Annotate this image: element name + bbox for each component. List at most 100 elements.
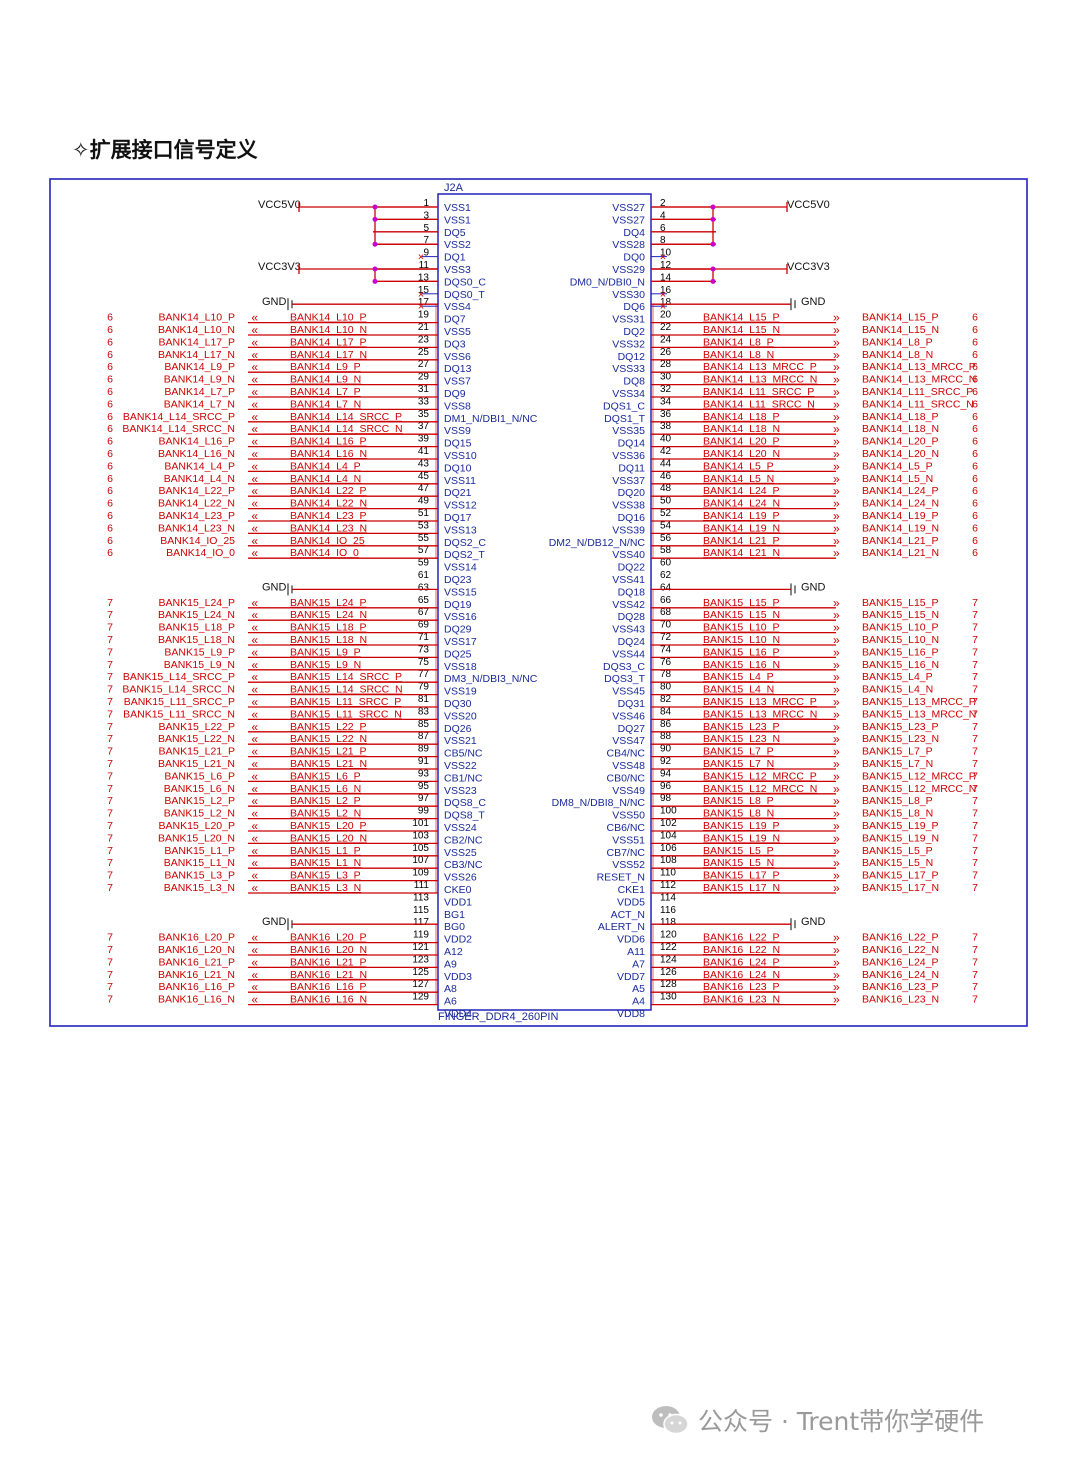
net-label-port: BANK14_L7_N xyxy=(164,398,235,410)
net-label-port: BANK15_L1_N xyxy=(164,857,235,869)
left-pin-number: 9 xyxy=(423,248,429,259)
left-pin-number: 101 xyxy=(412,818,429,829)
net-label-port: BANK15_L23_N xyxy=(862,733,939,745)
left-pin-number: 89 xyxy=(418,744,430,755)
sheet-ref: 7 xyxy=(107,634,113,646)
net-label-port: BANK15_L9_N xyxy=(164,659,235,671)
offpage-connector: « xyxy=(251,683,258,697)
net-label-wire: BANK14_L24_P xyxy=(703,485,779,497)
offpage-connector: « xyxy=(251,385,258,399)
left-pin-name: VSS16 xyxy=(444,611,477,623)
left-pin-name: VSS1 xyxy=(444,202,471,214)
net-label-wire: BANK15_L10_N xyxy=(703,634,780,646)
net-label-wire: BANK15_L12_MRCC_N xyxy=(703,783,817,795)
offpage-connector: » xyxy=(833,856,840,870)
right-pin-name: VSS35 xyxy=(612,425,645,437)
left-pin-name: VDD2 xyxy=(444,934,472,946)
sheet-ref: 7 xyxy=(107,646,113,658)
sheet-ref: 7 xyxy=(107,783,113,795)
net-label-wire: BANK16_L24_N xyxy=(703,969,780,981)
sheet-ref: 6 xyxy=(972,535,978,547)
net-label-wire: BANK14_L22_P xyxy=(290,485,366,497)
net-label-port: BANK16_L21_N xyxy=(158,969,235,981)
offpage-connector: » xyxy=(833,757,840,771)
net-label-wire: BANK14_L24_N xyxy=(703,498,780,510)
net-label-port: BANK14_L10_N xyxy=(158,324,235,336)
left-pin-name: DQ7 xyxy=(444,314,466,326)
right-pin-number: 4 xyxy=(660,210,666,221)
offpage-connector: » xyxy=(833,807,840,821)
net-label-port: BANK14_L20_N xyxy=(862,448,939,460)
sheet-ref: 6 xyxy=(972,349,978,361)
right-pin-number: 88 xyxy=(660,731,672,742)
sheet-ref: 6 xyxy=(972,448,978,460)
watermark-text: 公众号 · Trent带你学硬件 xyxy=(698,1407,985,1436)
sheet-ref: 7 xyxy=(972,870,978,882)
left-pin-number: 19 xyxy=(418,310,430,321)
offpage-connector: » xyxy=(833,745,840,759)
net-label-port: BANK14_L20_P xyxy=(862,436,938,448)
net-label-wire: BANK14_L17_N xyxy=(290,349,367,361)
right-pin-number: 36 xyxy=(660,409,672,420)
net-label-port: BANK15_L6_P xyxy=(164,770,235,782)
right-pin-number: 8 xyxy=(660,235,666,246)
net-label-wire: BANK14_L17_P xyxy=(290,336,366,348)
right-pin-number: 80 xyxy=(660,682,672,693)
right-pin-name: VSS32 xyxy=(612,338,645,350)
left-pin-number: 59 xyxy=(418,558,430,569)
junction-dot xyxy=(710,204,716,210)
offpage-connector: » xyxy=(833,373,840,387)
net-label-wire: BANK16_L20_N xyxy=(290,944,367,956)
offpage-connector: » xyxy=(833,311,840,325)
net-label-port: BANK14_L19_P xyxy=(862,510,938,522)
right-pin-name: VSS27 xyxy=(612,202,645,214)
left-pin-number: 21 xyxy=(418,322,430,333)
left-pin-name: VSS4 xyxy=(444,301,471,313)
right-pin-number: 108 xyxy=(660,855,677,866)
sheet-ref: 6 xyxy=(972,324,978,336)
net-label-port: BANK14_L9_P xyxy=(164,361,235,373)
sheet-ref: 6 xyxy=(972,386,978,398)
offpage-connector: » xyxy=(833,348,840,362)
right-pin-number: 86 xyxy=(660,719,672,730)
net-label-wire: BANK15_L18_N xyxy=(290,634,367,646)
right-pin-number: 6 xyxy=(660,223,666,234)
net-label-port: BANK14_L23_N xyxy=(158,522,235,534)
net-label-wire: BANK15_L11_SRCC_P xyxy=(290,696,401,708)
left-pin-number: 81 xyxy=(418,694,430,705)
offpage-connector: » xyxy=(833,955,840,969)
left-pin-number: 97 xyxy=(418,793,430,804)
net-label-wire: BANK15_L16_P xyxy=(703,646,779,658)
sheet-ref: 7 xyxy=(972,684,978,696)
offpage-connector: « xyxy=(251,335,258,349)
right-pin-name: DQS1_T xyxy=(604,413,645,425)
sheet-ref: 6 xyxy=(107,324,113,336)
offpage-connector: » xyxy=(833,447,840,461)
left-pin-number: 85 xyxy=(418,719,430,730)
net-label-port: BANK16_L22_N xyxy=(862,944,939,956)
left-pin-name: VSS2 xyxy=(444,239,471,251)
right-pin-name: VSS28 xyxy=(612,239,645,251)
net-label-port: BANK15_L7_P xyxy=(862,746,933,758)
right-pin-name: VSS52 xyxy=(612,859,645,871)
offpage-connector: « xyxy=(251,472,258,486)
left-pin-name: DQ25 xyxy=(444,648,472,660)
net-label-port: BANK14_L19_N xyxy=(862,522,939,534)
left-pin-name: VSS13 xyxy=(444,524,477,536)
net-label-wire: BANK14_L11_SRCC_N xyxy=(703,398,815,410)
net-label-wire: BANK15_L5_P xyxy=(703,845,774,857)
net-label-wire: BANK15_L16_N xyxy=(703,659,780,671)
junction-dot xyxy=(372,278,378,284)
left-pin-name: DQS0_C xyxy=(444,276,486,288)
net-label-wire: BANK15_L1_N xyxy=(290,857,361,869)
right-pin-name: VSS51 xyxy=(612,834,645,846)
net-label-wire: BANK15_L19_P xyxy=(703,820,779,832)
right-pin-name: ACT_N xyxy=(611,909,645,921)
sheet-ref: 7 xyxy=(107,882,113,894)
net-label-port: BANK15_L24_N xyxy=(158,609,235,621)
left-pin-name: VSS15 xyxy=(444,586,477,598)
offpage-connector: « xyxy=(251,695,258,709)
right-pin-number: 120 xyxy=(660,930,677,941)
left-pin-number: 5 xyxy=(423,223,429,234)
